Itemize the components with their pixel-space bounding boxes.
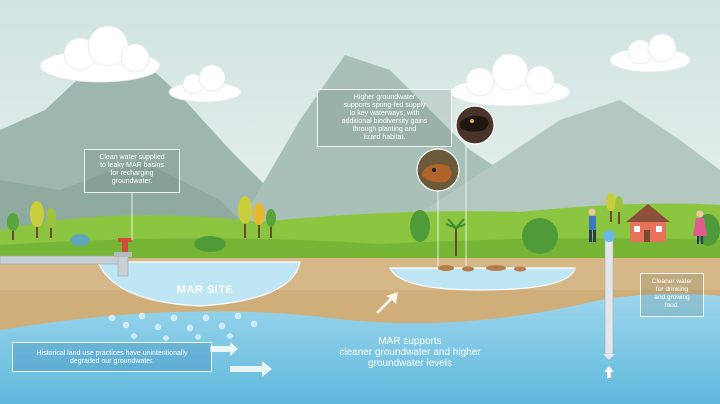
mar-basin: [97, 261, 301, 307]
wetland-pond: [389, 267, 576, 291]
mar-supports-label: MAR supports cleaner groundwater and hig…: [339, 336, 481, 369]
cloud-icon: [168, 64, 242, 103]
person-icon: [693, 210, 707, 244]
infiltration-droplets: [108, 312, 258, 341]
mountains: [0, 40, 720, 240]
person-icon: [588, 208, 596, 242]
cloud-icon: [39, 25, 161, 83]
cloud-icon: [449, 53, 571, 107]
clean-water-label: Clean water supplied to leaky MAR basins…: [84, 149, 180, 193]
groundwater: [0, 293, 720, 404]
lizard-icon: [438, 265, 526, 272]
cloud-icon: [609, 33, 691, 73]
arrow-icon: [210, 292, 398, 377]
historical-land-use-label: Historical land use practices have unint…: [12, 342, 212, 372]
spring-fed-label: Higher groundwater supports spring-fed s…: [317, 89, 452, 147]
well-pipe-icon: [603, 230, 615, 378]
drinking-water-label: Cleaner water for drinking and growing f…: [640, 273, 704, 317]
lizard-photo-icon: [455, 105, 495, 145]
mar-site-label: MAR SITE: [176, 284, 234, 296]
house-icon: [626, 204, 670, 242]
tap-icon: [0, 238, 132, 290]
lizard-photo-icon: [416, 148, 460, 192]
